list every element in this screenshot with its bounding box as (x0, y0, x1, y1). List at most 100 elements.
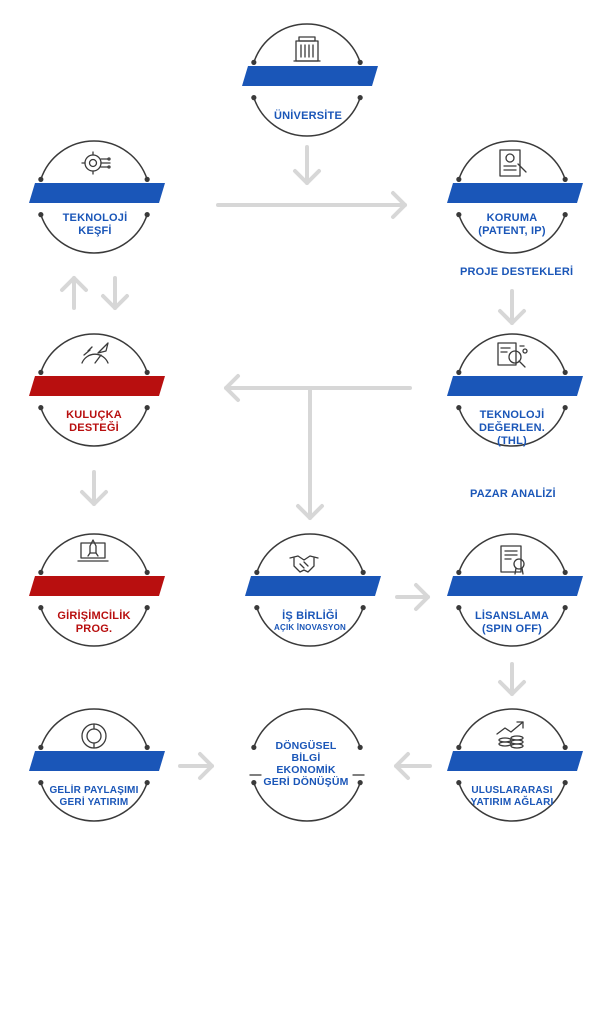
node-ring-dot (562, 405, 568, 411)
node-ring-bottom (253, 97, 361, 137)
node-color-band (447, 576, 583, 596)
node-color-band (242, 66, 378, 86)
node-ring-dot (38, 605, 44, 611)
node-gelir-label: GELİR PAYLAŞIMI GERİ YATIRIM (49, 785, 139, 808)
arrow-lisanslama-down (498, 662, 526, 696)
tech-gear-circuit-icon (81, 151, 111, 175)
node-ring-dot (144, 780, 150, 786)
node-ring-bottom (256, 607, 364, 647)
node-ring-dot (38, 744, 44, 750)
arrow-koruma-down (498, 289, 526, 325)
node-ring-dot (251, 59, 257, 65)
node-ring-bottom (40, 214, 148, 254)
node-girisimcilik (29, 533, 165, 647)
node-ring-dot (38, 405, 44, 411)
node-ring-dot (254, 605, 260, 611)
node-dongusel (249, 708, 365, 822)
node-ring-dot (144, 744, 150, 750)
node-ring-top (40, 708, 148, 748)
arrow-isbirligi-to-lisanslama (395, 583, 430, 611)
node-kulucka-label: KULUÇKA DESTEĞİ (66, 409, 122, 434)
node-ring-dot (562, 176, 568, 182)
node-universite (242, 23, 378, 137)
node-lisanslama-label: LİSANSLAMA (SPIN OFF) (474, 610, 550, 635)
node-ring-top (253, 708, 361, 748)
node-ring-dot (562, 569, 568, 575)
node-ring-top (458, 708, 566, 748)
node-ring-dot (357, 744, 363, 750)
node-ring-dot (456, 176, 462, 182)
proje-destekleri-label: PROJE DESTEKLERİ (460, 266, 574, 278)
node-color-band (447, 183, 583, 203)
node-ring-dot (38, 212, 44, 218)
analysis-magnifier-icon (497, 342, 528, 368)
rocket-gauge-icon (81, 342, 109, 364)
node-color-band (29, 751, 165, 771)
node-ring-dot (144, 405, 150, 411)
arrow-gelir-to-dongusel (178, 752, 214, 780)
node-ring-top (40, 140, 148, 180)
arrow-branch-to-isbirligi (296, 386, 324, 520)
arrow-degerlen-to-kulucka (224, 374, 412, 402)
arrow-kesfi-to-koruma (216, 191, 407, 219)
node-ring-dot (357, 95, 363, 101)
node-ring-dot (456, 605, 462, 611)
arrow-kesfi-down-to-kulucka (101, 276, 129, 310)
handshake-icon (289, 555, 319, 573)
node-ring-dot (144, 176, 150, 182)
node-ring-bottom (458, 607, 566, 647)
node-ring-dot (144, 569, 150, 575)
cycle-chart-icon (81, 723, 107, 749)
node-ring-top (256, 533, 364, 573)
node-ring-dot (251, 744, 257, 750)
node-ring-top (458, 140, 566, 180)
node-ring-dot (254, 569, 260, 575)
node-ring-bottom (40, 407, 148, 447)
arrow-kulucka-down (80, 470, 108, 506)
node-ring-dot (360, 569, 366, 575)
node-teknoloji-kesfi-label: TEKNOLOJİ KEŞFİ (62, 212, 128, 237)
node-ring-dot (38, 569, 44, 575)
node-ring-dot (456, 405, 462, 411)
arrow-universite-down (293, 145, 321, 185)
node-universite-label: ÜNİVERSİTE (273, 110, 342, 122)
node-ring-bottom (40, 782, 148, 822)
patent-document-icon (499, 149, 527, 177)
node-ring-bottom (458, 214, 566, 254)
node-ring-dot (38, 780, 44, 786)
node-color-band (447, 376, 583, 396)
node-ring-dot (456, 569, 462, 575)
node-ring-dot (357, 780, 363, 786)
node-ring-top (458, 533, 566, 573)
node-color-band (29, 183, 165, 203)
investment-coins-icon (496, 721, 524, 749)
node-koruma (447, 140, 583, 254)
node-ring-dot (144, 212, 150, 218)
node-ring-dot (456, 744, 462, 750)
node-color-band (29, 376, 165, 396)
node-koruma-label: KORUMA (PATENT, IP) (478, 212, 546, 237)
node-color-band (29, 576, 165, 596)
node-ring-dot (562, 605, 568, 611)
node-ring-dot (38, 176, 44, 182)
node-ring-top (40, 533, 148, 573)
node-ring-dot (562, 369, 568, 375)
node-dongusel-label: DÖNGÜSEL BİLGİ EKONOMİK GERİ DÖNÜŞÜM (263, 740, 349, 788)
node-ring-dot (456, 369, 462, 375)
node-ring-top (253, 23, 361, 63)
node-teknoloji-degerlen (447, 333, 583, 447)
node-ring-dot (456, 780, 462, 786)
license-certificate-icon (500, 545, 525, 575)
node-ring-bottom (458, 407, 566, 447)
node-ring-dot (562, 780, 568, 786)
node-color-band (447, 751, 583, 771)
node-is-birligi-label: İŞ BİRLİĞİ AÇIK İNOVASYON (274, 610, 346, 632)
node-ring-dot (144, 369, 150, 375)
node-ring-dot (456, 212, 462, 218)
node-uluslararasi-label: ULUSLARARASI YATIRIM AĞLARI (470, 785, 554, 808)
laptop-rocket-icon (77, 539, 109, 562)
node-kulucka (29, 333, 165, 447)
node-ring-dot (562, 744, 568, 750)
node-ring-dot (251, 780, 257, 786)
